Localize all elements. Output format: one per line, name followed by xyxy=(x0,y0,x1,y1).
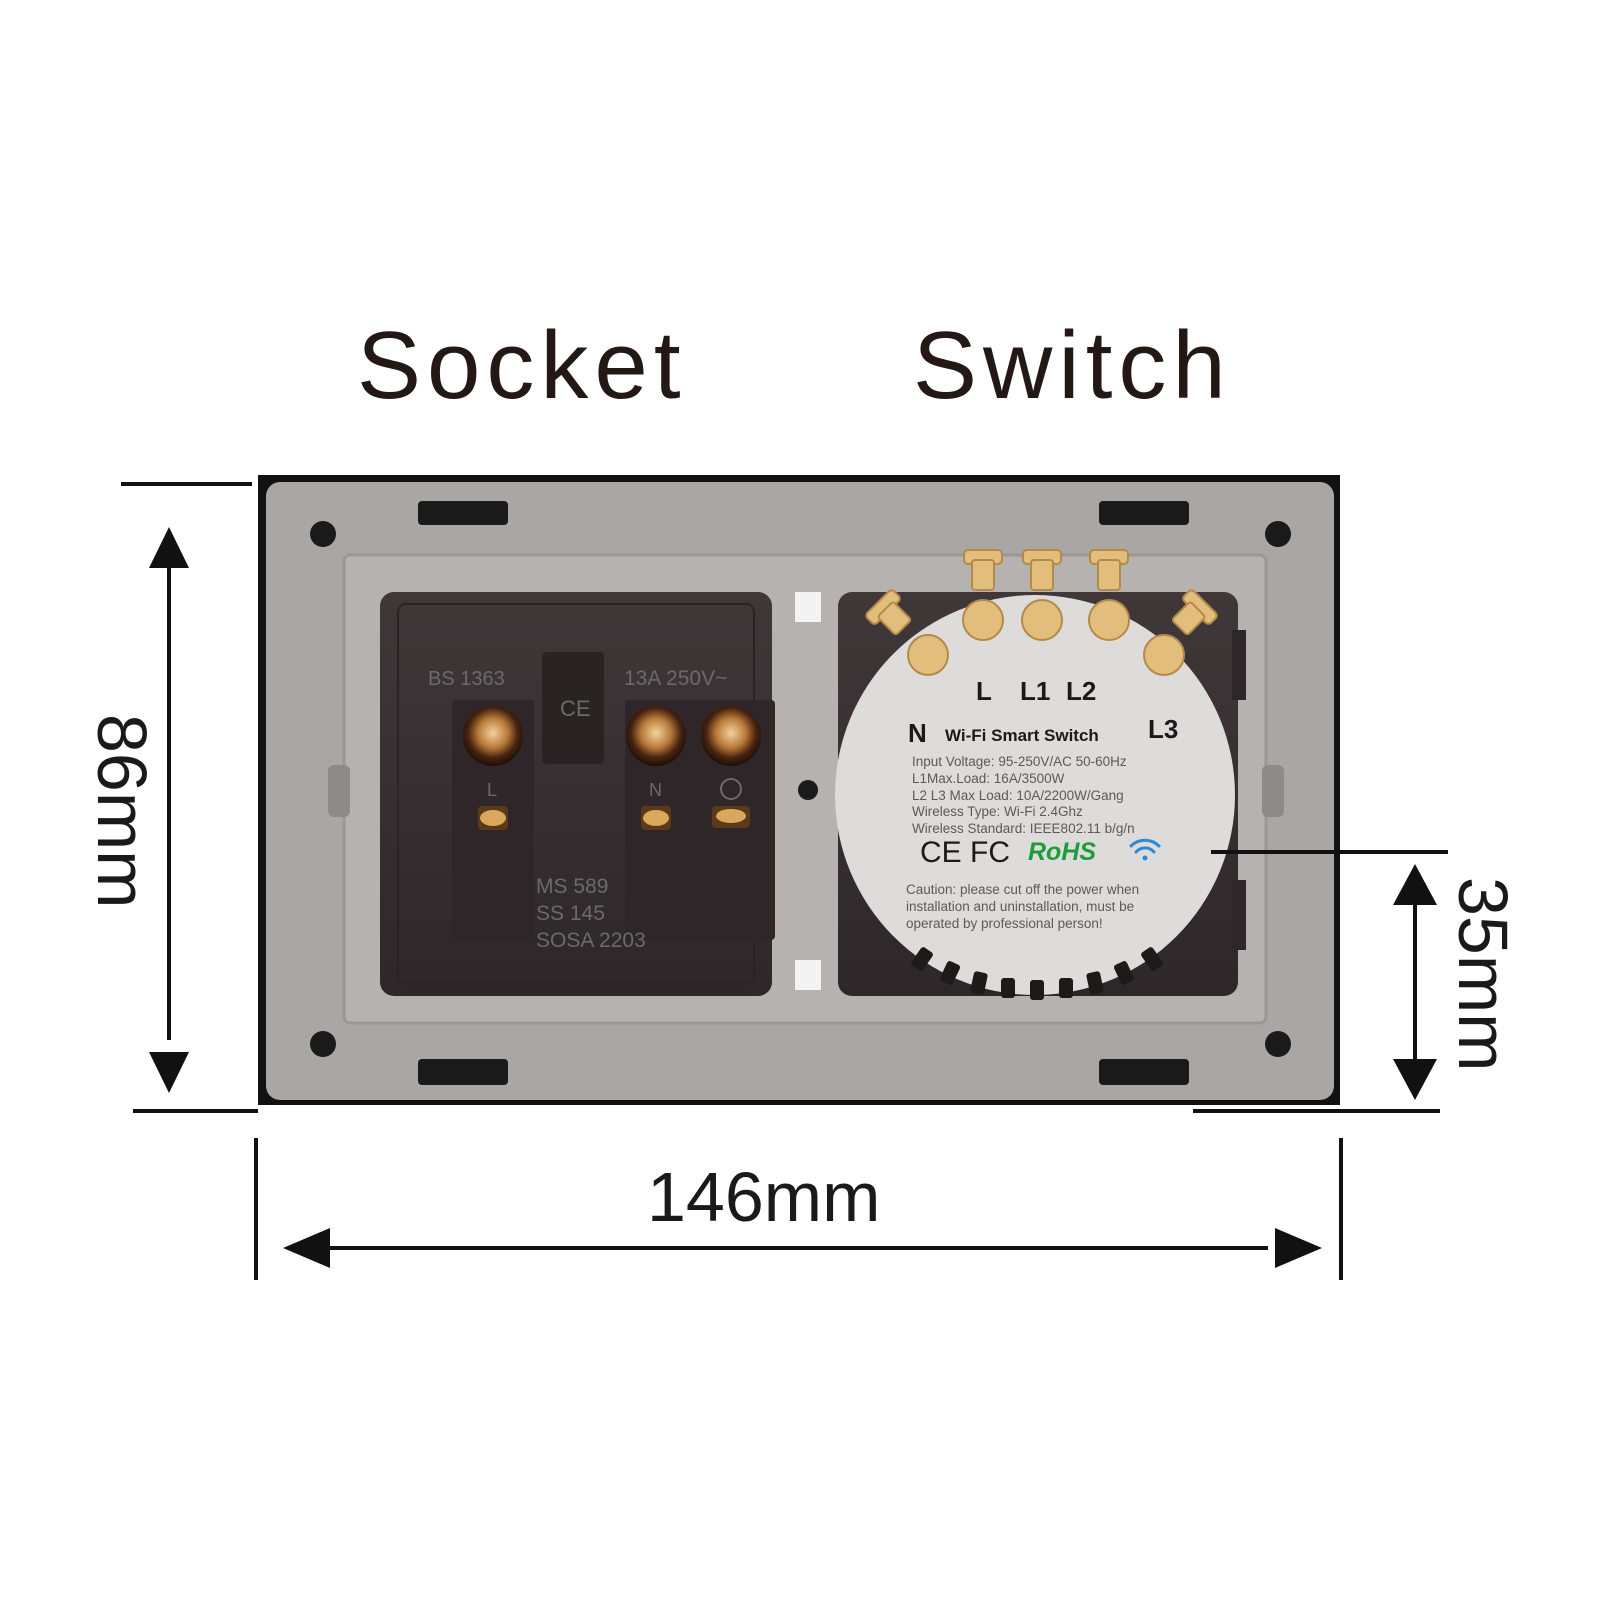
arrow-icon xyxy=(149,1052,189,1093)
height-dimension xyxy=(121,482,258,1113)
module-name: Wi-Fi Smart Switch xyxy=(945,726,1099,745)
terminal-label-n: N xyxy=(908,718,927,748)
terminal-label-l1: L1 xyxy=(1020,676,1050,706)
caution-line: Caution: please cut off the power when xyxy=(906,882,1139,897)
screw-head-2 xyxy=(1022,549,1062,591)
depth-dimension xyxy=(1193,850,1448,1113)
screw-head-right xyxy=(1171,589,1218,636)
screw-head-left xyxy=(865,589,912,636)
width-label: 146mm xyxy=(647,1158,880,1236)
depth-label: 35mm xyxy=(1444,877,1522,1071)
arrow-icon xyxy=(1275,1228,1322,1268)
terminal-screw-l xyxy=(463,706,523,830)
width-dimension xyxy=(254,1138,1343,1280)
spec-line: L1Max.Load: 16A/3500W xyxy=(912,771,1065,786)
socket-terminal-n-label: N xyxy=(649,780,662,800)
spec-line: Wireless Type: Wi-Fi 2.4Ghz xyxy=(912,804,1083,819)
height-label: 86mm xyxy=(83,714,161,908)
wifi-module: L L1 L2 N L3 Wi-Fi Smart Switch Input Vo… xyxy=(835,549,1235,1000)
socket-cert-1: MS 589 xyxy=(536,875,608,898)
rohs-mark: RoHS xyxy=(1028,838,1096,866)
ce-mark: CE xyxy=(920,836,962,869)
arrow-icon xyxy=(283,1228,330,1268)
caution-line: installation and uninstallation, must be xyxy=(906,899,1134,914)
socket-ce-mark: CE xyxy=(560,696,591,721)
socket-rating: 13A 250V~ xyxy=(624,667,727,690)
screw-head-1 xyxy=(963,549,1003,591)
terminal-screw-n xyxy=(626,706,686,830)
wifi-icon xyxy=(1129,838,1161,861)
spec-line: Input Voltage: 95-250V/AC 50-60Hz xyxy=(912,754,1127,769)
socket-cert-3: SOSA 2203 xyxy=(536,929,646,952)
screw-head-3 xyxy=(1089,549,1129,591)
switch-heading: Switch xyxy=(913,312,1232,419)
spec-lines: Input Voltage: 95-250V/AC 50-60Hz L1Max.… xyxy=(912,754,1135,836)
terminal-label-l: L xyxy=(976,676,992,706)
socket-heading: Socket xyxy=(357,312,686,419)
terminal-label-l2: L2 xyxy=(1066,676,1096,706)
arrow-icon xyxy=(149,527,189,568)
spec-line: Wireless Standard: IEEE802.11 b/g/n xyxy=(912,821,1135,836)
socket-standard: BS 1363 xyxy=(428,668,505,690)
arrow-icon xyxy=(1393,864,1437,905)
earth-symbol-icon xyxy=(720,778,742,800)
socket-cert-2: SS 145 xyxy=(536,902,605,925)
fc-mark: FC xyxy=(970,836,1010,869)
caution-line: operated by professional person! xyxy=(906,916,1103,931)
terminal-screw-earth xyxy=(701,706,761,828)
socket-terminal-l-label: L xyxy=(487,780,497,800)
terminal-label-l3: L3 xyxy=(1148,714,1178,744)
arrow-icon xyxy=(1393,1059,1437,1100)
spec-line: L2 L3 Max Load: 10A/2200W/Gang xyxy=(912,788,1124,803)
caution-text: Caution: please cut off the power when i… xyxy=(906,882,1139,931)
socket-body: BS 1363 13A 250V~ CE L N MS 589 SS 145 S… xyxy=(380,592,775,996)
